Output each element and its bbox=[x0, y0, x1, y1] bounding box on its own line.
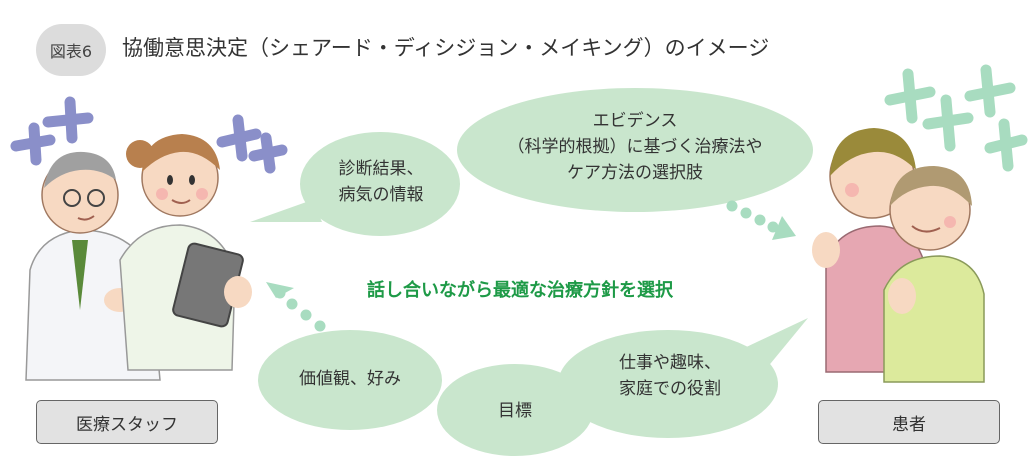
work-hobby-bubble-text: 仕事や趣味、 家庭での役割 bbox=[575, 350, 765, 402]
evidence-line-1: エビデンス bbox=[592, 111, 678, 131]
figure-title: 協働意思決定（シェアード・ディシジョン・メイキング）のイメージ bbox=[122, 36, 770, 60]
evidence-bubble-text: エビデンス （科学的根拠）に基づく治療法や ケア方法の選択肢 bbox=[470, 108, 800, 186]
values-bubble bbox=[258, 330, 442, 430]
bottom-speech-bubbles bbox=[258, 318, 808, 456]
diagnosis-bubble-tail bbox=[250, 200, 322, 222]
figure-number-badge: 図表6 bbox=[36, 24, 106, 76]
values-bubble-text: 価値観、好み bbox=[299, 369, 401, 389]
diagnosis-line-2: 病気の情報 bbox=[338, 185, 424, 205]
staff-label: 医療スタッフ bbox=[36, 400, 218, 444]
arrow-to-staff bbox=[266, 282, 326, 332]
nurse-illustration bbox=[119, 134, 252, 371]
work-hobby-line-1: 仕事や趣味、 bbox=[619, 353, 721, 373]
work-hobby-bubble-tail bbox=[740, 318, 808, 386]
arrow-to-patient bbox=[726, 200, 796, 240]
work-hobby-bubble bbox=[558, 330, 778, 438]
patient-label: 患者 bbox=[818, 400, 1000, 444]
evidence-line-2: （科学的根拠）に基づく治療法や bbox=[507, 137, 763, 157]
goal-bubble-text: 目標 bbox=[498, 401, 532, 421]
staff-cross-marks bbox=[10, 96, 288, 174]
work-hobby-line-2: 家庭での役割 bbox=[619, 379, 721, 399]
patient-cross-marks bbox=[884, 64, 1028, 172]
center-message: 話し合いながら最適な治療方針を選択 bbox=[367, 280, 673, 301]
evidence-line-3: ケア方法の選択肢 bbox=[567, 163, 703, 183]
diagnosis-bubble-text: 診断結果、 病気の情報 bbox=[320, 156, 442, 208]
top-speech-bubbles bbox=[250, 88, 813, 236]
diagnosis-line-1: 診断結果、 bbox=[338, 159, 424, 179]
diagnosis-bubble bbox=[300, 132, 460, 236]
goal-bubble bbox=[437, 364, 593, 456]
evidence-bubble bbox=[457, 88, 813, 212]
patient-woman-illustration bbox=[883, 166, 985, 383]
